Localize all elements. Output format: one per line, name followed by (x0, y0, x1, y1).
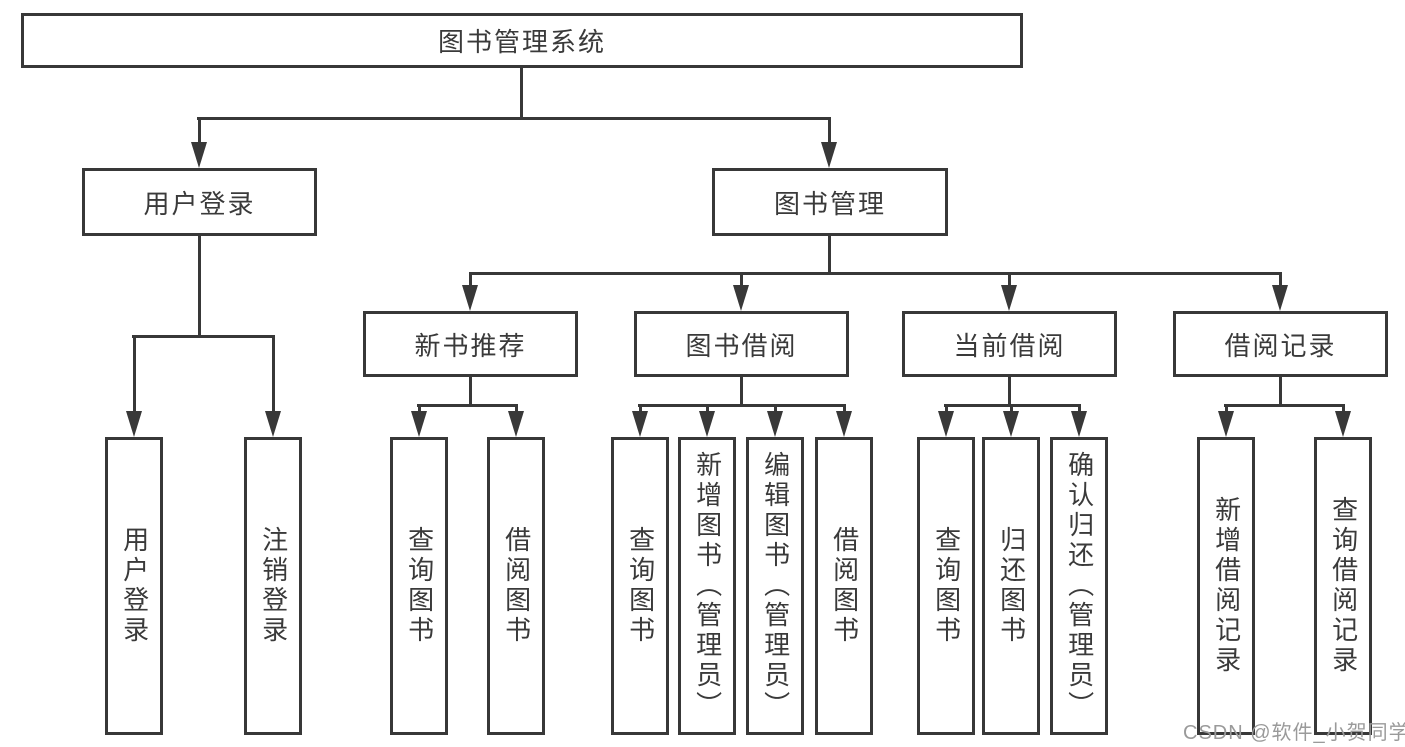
leaf-user-login: 用户登录 (105, 437, 163, 735)
connector-book-mgmt-bar (469, 272, 1282, 275)
arrow-down-icon (733, 285, 749, 311)
leaf-borrow-books-newbooks: 借阅图书 (487, 437, 545, 735)
connector-records-stem (1279, 377, 1282, 407)
arrow-down-icon (126, 411, 142, 437)
leaf-query-books-borrow: 查询图书 (611, 437, 669, 735)
node-root-label: 图书管理系统 (437, 27, 606, 57)
watermark-text: CSDN @软件_小贺同学 (1183, 722, 1405, 744)
connector-arrow-line (1225, 406, 1228, 412)
connector-current-stem (1008, 377, 1011, 407)
connector-arrow-line (1342, 406, 1345, 412)
arrow-down-icon (1001, 285, 1017, 311)
arrow-down-icon (411, 411, 427, 437)
leaf-confirm-return-admin: 确认归还（管理员） (1050, 437, 1108, 735)
connector-user-login-stem (198, 236, 201, 337)
leaf-add-borrow-record: 新增借阅记录 (1197, 437, 1255, 735)
leaf-label: 查询图书 (625, 526, 656, 646)
node-book-borrow: 图书借阅 (634, 311, 849, 377)
connector-arrow-line (198, 118, 201, 142)
node-current-borrow: 当前借阅 (902, 311, 1117, 377)
leaf-edit-books-admin: 编辑图书（管理员） (746, 437, 804, 735)
connector-arrow-line (1010, 406, 1013, 412)
leaf-label: 新增图书（管理员） (692, 451, 723, 721)
node-book-mgmt: 图书管理 (712, 168, 948, 236)
node-label: 图书借阅 (685, 330, 798, 361)
leaf-label: 查询图书 (404, 526, 435, 646)
leaf-label: 用户登录 (119, 526, 150, 646)
leaf-label: 借阅图书 (829, 526, 860, 646)
arrow-down-icon (191, 142, 207, 168)
connector-arrow-line (469, 274, 472, 286)
connector-root-stem (520, 67, 523, 120)
arrow-down-icon (699, 411, 715, 437)
node-label: 新书推荐 (414, 330, 527, 361)
leaf-label: 编辑图书（管理员） (760, 451, 791, 721)
connector-arrow-line (1078, 406, 1081, 412)
node-label: 当前借阅 (953, 330, 1066, 361)
connector-arrow-line (843, 406, 846, 412)
connector-arrow-line (740, 274, 743, 286)
node-label: 用户登录 (143, 188, 256, 219)
arrow-down-icon (265, 411, 281, 437)
arrow-down-icon (1218, 411, 1234, 437)
connector-arrow-line (418, 406, 421, 412)
node-label: 图书管理 (773, 188, 886, 219)
leaf-query-books-current: 查询图书 (917, 437, 975, 735)
connector-arrow-line (1008, 274, 1011, 286)
connector-new-books-bar (417, 404, 518, 407)
leaf-label: 新增借阅记录 (1211, 496, 1242, 676)
connector-book-mgmt-stem (828, 236, 831, 275)
node-label: 借阅记录 (1224, 330, 1337, 361)
leaf-borrow-books: 借阅图书 (815, 437, 873, 735)
connector-borrow-bar (638, 404, 846, 407)
arrow-down-icon (632, 411, 648, 437)
connector-records-bar (1224, 404, 1345, 407)
connector-arrow-line (706, 406, 709, 412)
node-new-books: 新书推荐 (363, 311, 578, 377)
connector-arrow-line (133, 336, 136, 412)
leaf-label: 注销登录 (258, 526, 289, 646)
arrow-down-icon (508, 411, 524, 437)
leaf-label: 归还图书 (996, 526, 1027, 646)
connector-arrow-line (945, 406, 948, 412)
node-root: 图书管理系统 (21, 13, 1023, 68)
connector-current-bar (944, 404, 1081, 407)
connector-arrow-line (639, 406, 642, 412)
arrow-down-icon (462, 285, 478, 311)
leaf-add-books-admin: 新增图书（管理员） (678, 437, 736, 735)
leaf-logout: 注销登录 (244, 437, 302, 735)
arrow-down-icon (1335, 411, 1351, 437)
arrow-down-icon (821, 142, 837, 168)
connector-borrow-stem (740, 377, 743, 407)
leaf-return-books: 归还图书 (982, 437, 1040, 735)
arrow-down-icon (1003, 411, 1019, 437)
arrow-down-icon (938, 411, 954, 437)
leaf-query-borrow-record: 查询借阅记录 (1314, 437, 1372, 735)
leaf-label: 查询借阅记录 (1328, 496, 1359, 676)
leaf-label: 确认归还（管理员） (1064, 451, 1095, 721)
arrow-down-icon (1071, 411, 1087, 437)
connector-arrow-line (828, 118, 831, 142)
connector-arrow-line (774, 406, 777, 412)
connector-user-login-bar (132, 335, 275, 338)
leaf-label: 查询图书 (931, 526, 962, 646)
leaf-query-books-newbooks: 查询图书 (390, 437, 448, 735)
connector-arrow-line (515, 406, 518, 412)
node-user-login: 用户登录 (82, 168, 317, 236)
arrow-down-icon (836, 411, 852, 437)
connector-root-bar (197, 117, 831, 120)
leaf-label: 借阅图书 (501, 526, 532, 646)
arrow-down-icon (1272, 285, 1288, 311)
arrow-down-icon (767, 411, 783, 437)
node-borrow-records: 借阅记录 (1173, 311, 1388, 377)
connector-arrow-line (1279, 274, 1282, 286)
connector-arrow-line (272, 336, 275, 412)
connector-new-books-stem (469, 377, 472, 407)
